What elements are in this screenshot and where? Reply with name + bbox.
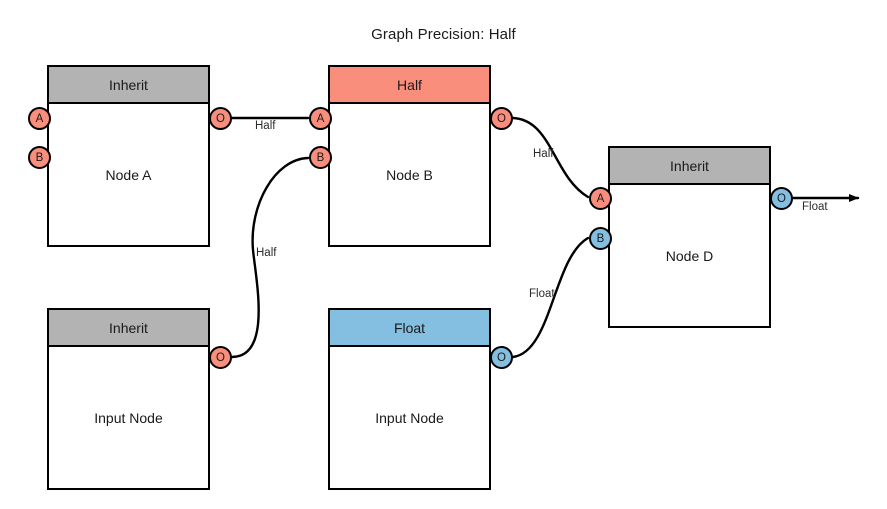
port-input-node-inherit-output-o[interactable]: O	[209, 346, 232, 369]
node-node-d[interactable]: Inherit Node D	[608, 146, 771, 328]
node-header-node-a: Inherit	[49, 67, 208, 104]
port-node-b-input-b[interactable]: B	[309, 146, 332, 169]
edge-path-float-input-to-d-b	[511, 236, 590, 359]
port-node-a-input-a[interactable]: A	[28, 107, 51, 130]
port-label: B	[316, 151, 325, 164]
edge-label-float-input-to-d-b: Float	[529, 288, 555, 300]
port-node-d-output-o[interactable]: O	[770, 187, 793, 210]
node-node-b[interactable]: Half Node B	[328, 65, 491, 247]
node-header-node-b: Half	[330, 67, 489, 104]
node-name-label: Input Node	[94, 409, 163, 426]
port-label: B	[35, 151, 44, 164]
port-label: A	[316, 112, 325, 125]
node-body-input-node-inherit: Input Node	[49, 347, 208, 488]
port-input-node-float-output-o[interactable]: O	[490, 346, 513, 369]
edge-label-d-o-output: Float	[802, 201, 828, 213]
port-node-a-input-b[interactable]: B	[28, 146, 51, 169]
port-label: B	[596, 232, 605, 245]
node-header-label: Half	[397, 76, 422, 93]
port-node-b-output-o[interactable]: O	[490, 107, 513, 130]
port-label: A	[596, 192, 605, 205]
edge-path-inherit-input-to-b-b	[230, 156, 310, 359]
port-label: O	[216, 112, 225, 125]
node-header-input-node-float: Float	[330, 310, 489, 347]
node-node-a[interactable]: Inherit Node A	[47, 65, 210, 247]
node-header-label: Inherit	[109, 319, 148, 336]
node-body-node-b: Node B	[330, 104, 489, 245]
port-label: O	[497, 351, 506, 364]
node-input-node-float[interactable]: Float Input Node	[328, 308, 491, 490]
port-node-d-input-b[interactable]: B	[589, 227, 612, 250]
node-header-input-node-inherit: Inherit	[49, 310, 208, 347]
edge-label-inherit-input-to-b-b: Half	[256, 247, 277, 259]
node-name-label: Input Node	[375, 409, 444, 426]
node-header-label: Float	[393, 319, 426, 336]
edge-label-a-o-to-b-a: Half	[255, 120, 276, 132]
port-label: A	[35, 112, 44, 125]
node-body-node-d: Node D	[610, 185, 769, 326]
edge-path-b-o-to-d-a	[511, 116, 590, 199]
node-name-label: Node B	[386, 166, 433, 183]
node-header-label: Inherit	[109, 76, 148, 93]
port-label: O	[497, 112, 506, 125]
page-title: Graph Precision: Half	[371, 26, 516, 43]
edge-label-b-o-to-d-a: Half	[533, 148, 554, 160]
port-node-d-input-a[interactable]: A	[589, 187, 612, 210]
node-name-label: Node A	[105, 166, 152, 183]
node-body-node-a: Node A	[49, 104, 208, 245]
port-label: O	[216, 351, 225, 364]
node-body-input-node-float: Input Node	[330, 347, 489, 488]
node-name-label: Node D	[665, 247, 714, 264]
node-header-label: Inherit	[670, 157, 709, 174]
node-header-node-d: Inherit	[610, 148, 769, 185]
port-node-a-output-o[interactable]: O	[209, 107, 232, 130]
node-input-node-inherit[interactable]: Inherit Input Node	[47, 308, 210, 490]
port-label: O	[777, 192, 786, 205]
port-node-b-input-a[interactable]: A	[309, 107, 332, 130]
